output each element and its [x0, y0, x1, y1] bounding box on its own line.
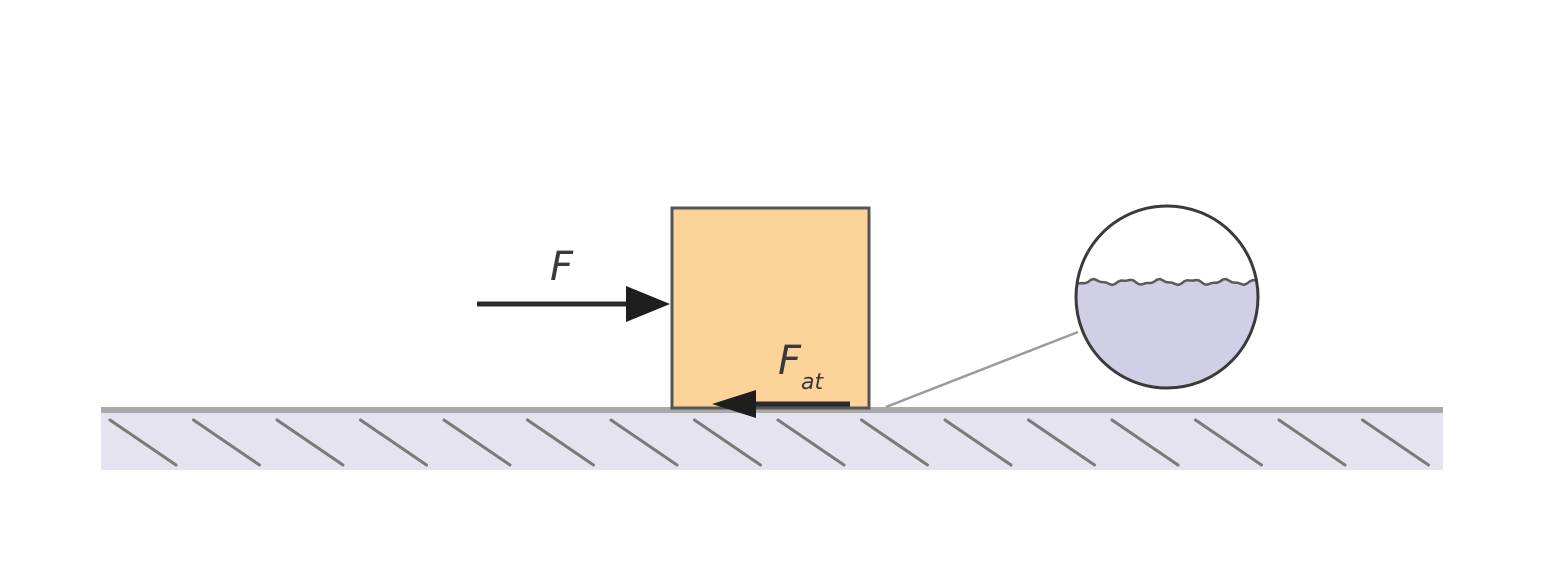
magnifier-circle — [1074, 204, 1260, 390]
rough-surface-fill — [1076, 278, 1258, 388]
hatch-line — [1027, 418, 1096, 467]
friction-force-label: F — [778, 338, 802, 384]
hatch-line — [526, 418, 595, 467]
applied-force-arrowhead — [626, 286, 670, 322]
block — [670, 206, 871, 410]
applied-force-arrow — [477, 286, 670, 322]
hatch-line — [1110, 418, 1180, 467]
hatch-line — [442, 418, 512, 467]
hatch-line — [693, 418, 762, 467]
hatch-line — [1361, 418, 1430, 467]
ground-hatching — [108, 418, 1430, 467]
hatch-line — [275, 418, 345, 467]
hatch-line — [108, 418, 178, 467]
applied-force-label: F — [550, 244, 574, 290]
hatch-line — [1277, 418, 1347, 467]
magnifier-leader-line — [885, 330, 1079, 409]
friction-force-subscript: at — [801, 370, 824, 395]
hatch-line — [359, 418, 428, 467]
hatch-line — [943, 418, 1013, 467]
rough-surface-line — [1076, 277, 1258, 287]
hatch-line — [860, 418, 929, 467]
hatch-line — [776, 418, 846, 467]
friction-force-arrowhead — [712, 390, 756, 418]
friction-force-arrow — [712, 390, 850, 418]
hatch-line — [1194, 418, 1263, 467]
ground-base — [101, 410, 1443, 470]
hatch-line — [192, 418, 261, 467]
ground-surface — [101, 407, 1443, 470]
hatch-line — [609, 418, 679, 467]
magnifier-outline — [1074, 204, 1260, 390]
